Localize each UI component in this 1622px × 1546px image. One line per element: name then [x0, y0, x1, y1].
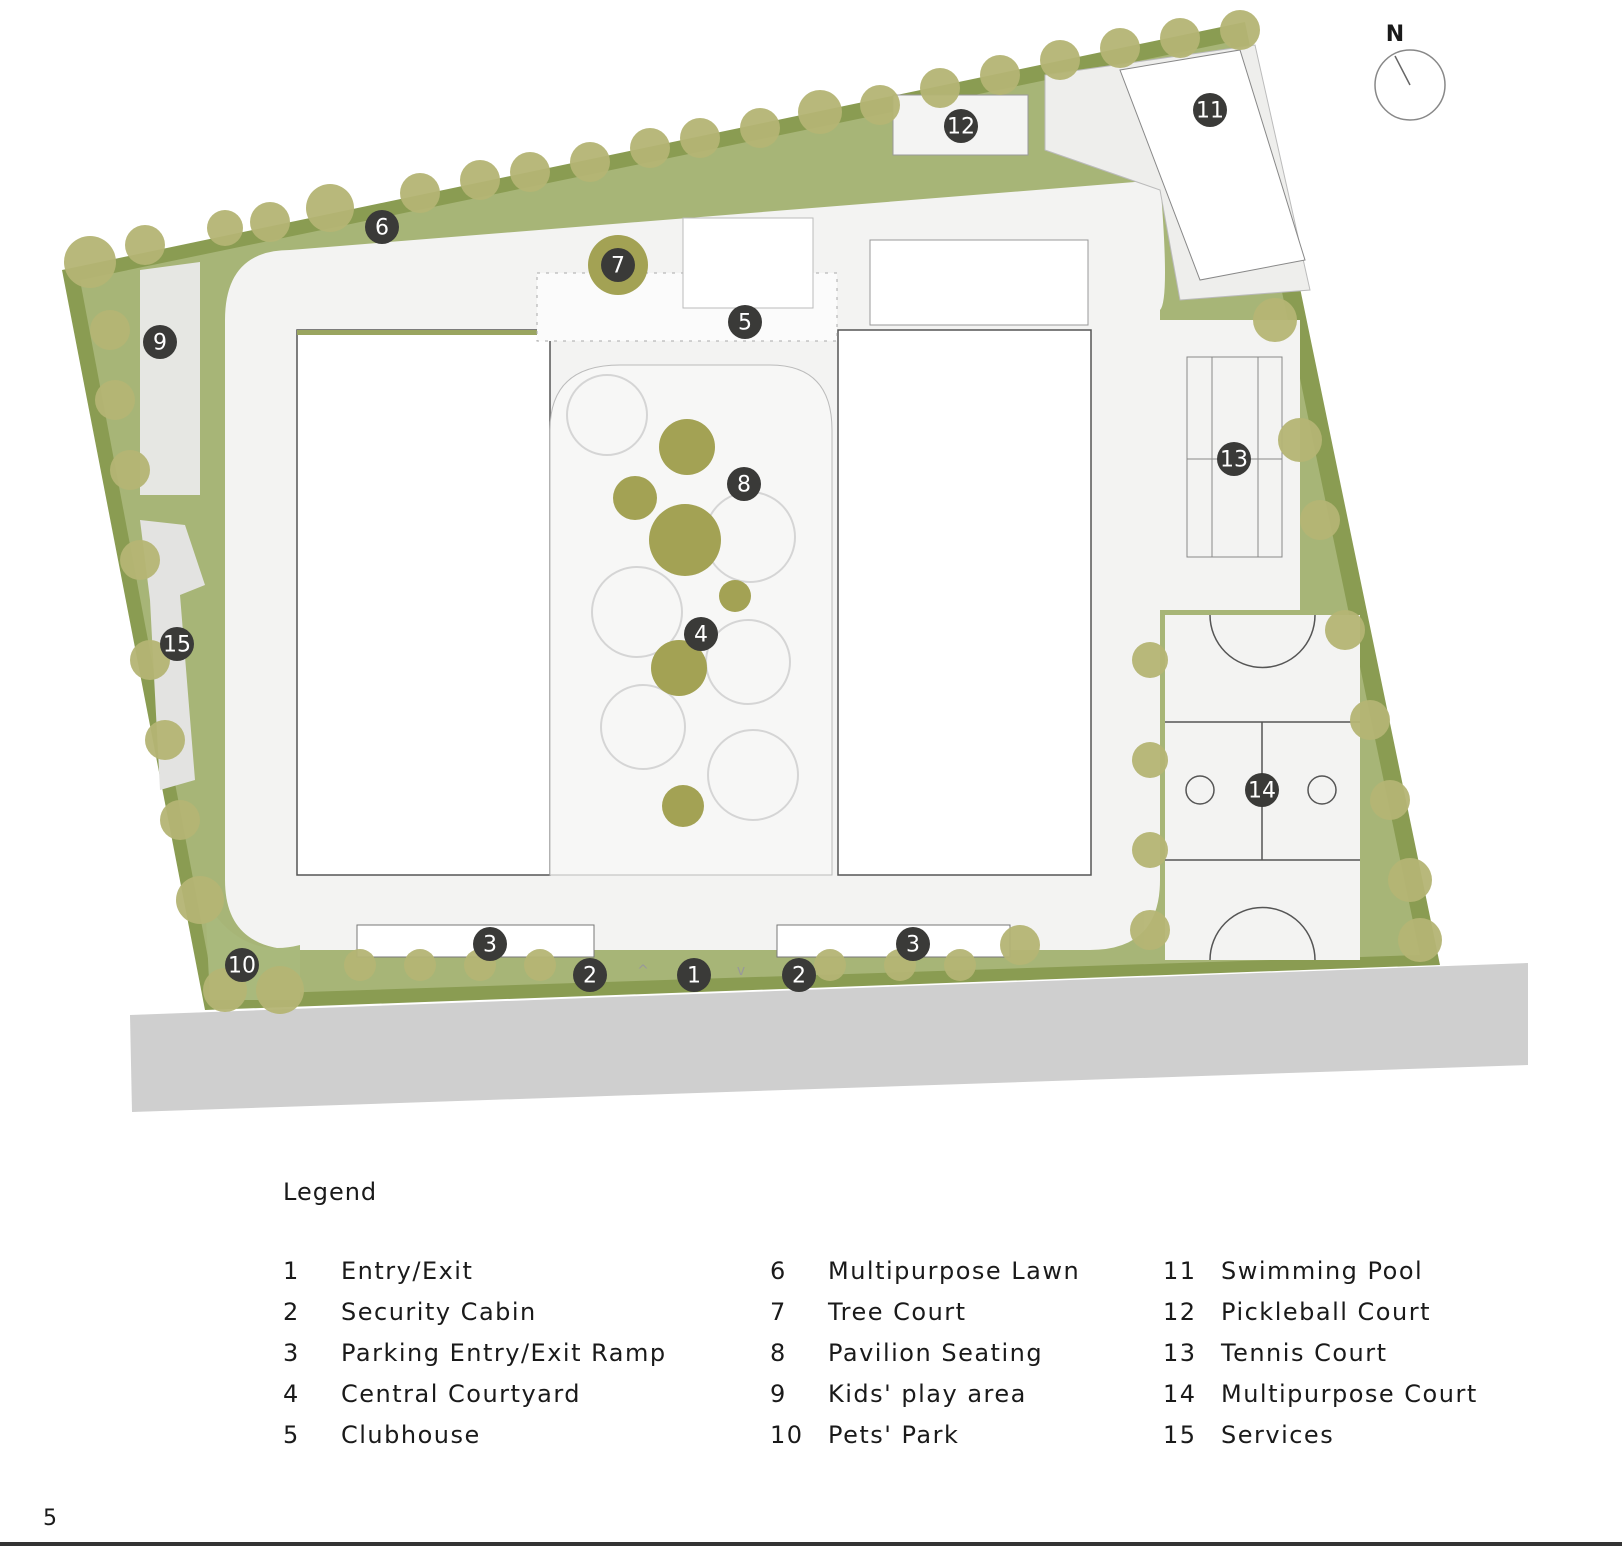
- plan-marker-15: 15: [160, 627, 194, 661]
- courtyard-trees: [588, 235, 751, 827]
- svg-text:13: 13: [1220, 448, 1248, 473]
- north-label: N: [1385, 22, 1405, 47]
- plan-marker-2: 2: [573, 958, 607, 992]
- plan-marker-12: 12: [944, 109, 978, 143]
- svg-text:2: 2: [792, 964, 806, 989]
- plan-marker-1: 1: [677, 958, 711, 992]
- plan-marker-14: 14: [1245, 773, 1279, 807]
- entry-arrow-out: v: [737, 963, 745, 979]
- svg-text:2: 2: [583, 964, 597, 989]
- north-arrow: N: [1374, 22, 1455, 122]
- parking-ramp-right: [776, 924, 1011, 958]
- svg-text:3: 3: [483, 933, 497, 958]
- svg-text:11: 11: [1196, 99, 1224, 124]
- page-number: 5: [43, 1506, 57, 1531]
- kids-play-area: [140, 262, 200, 495]
- svg-text:3: 3: [906, 933, 920, 958]
- plan-marker-3: 3: [896, 927, 930, 961]
- legend-title: Legend: [283, 1178, 378, 1206]
- court-lines: [1165, 614, 1360, 961]
- plan-marker-8: 8: [727, 467, 761, 501]
- svg-text:5: 5: [738, 311, 752, 336]
- svg-text:15: 15: [163, 633, 191, 658]
- road: [130, 963, 1528, 1112]
- svg-text:8: 8: [737, 473, 751, 498]
- plan-marker-5: 5: [728, 305, 762, 339]
- tower-left: [296, 329, 551, 876]
- perimeter-trees: [64, 10, 1442, 1014]
- tennis-court: [1186, 356, 1283, 558]
- clubhouse-pavilion: [682, 217, 814, 309]
- plan-marker-4: 4: [684, 617, 718, 651]
- compass-icon: [1374, 49, 1446, 121]
- plan-marker-6: 6: [365, 210, 399, 244]
- svg-text:14: 14: [1248, 779, 1276, 804]
- clubhouse-court: [869, 239, 1089, 326]
- svg-text:7: 7: [611, 254, 625, 279]
- plan-marker-11: 11: [1193, 93, 1227, 127]
- swimming-pool: [1119, 49, 1306, 281]
- plan-marker-3: 3: [473, 927, 507, 961]
- plan-marker-10: 10: [225, 948, 259, 982]
- plan-marker-2: 2: [782, 958, 816, 992]
- svg-text:1: 1: [687, 964, 701, 989]
- plan-marker-7: 7: [601, 248, 635, 282]
- svg-text:6: 6: [375, 216, 389, 241]
- svg-text:10: 10: [228, 954, 256, 979]
- tower-left-top: [297, 330, 550, 335]
- svg-text:12: 12: [947, 115, 975, 140]
- tower-right: [837, 329, 1092, 876]
- plan-marker-9: 9: [143, 325, 177, 359]
- svg-text:9: 9: [153, 331, 167, 356]
- svg-text:4: 4: [694, 623, 708, 648]
- footer-rule: [0, 1542, 1622, 1546]
- plan-marker-13: 13: [1217, 442, 1251, 476]
- entry-arrow-in: ^: [637, 963, 649, 979]
